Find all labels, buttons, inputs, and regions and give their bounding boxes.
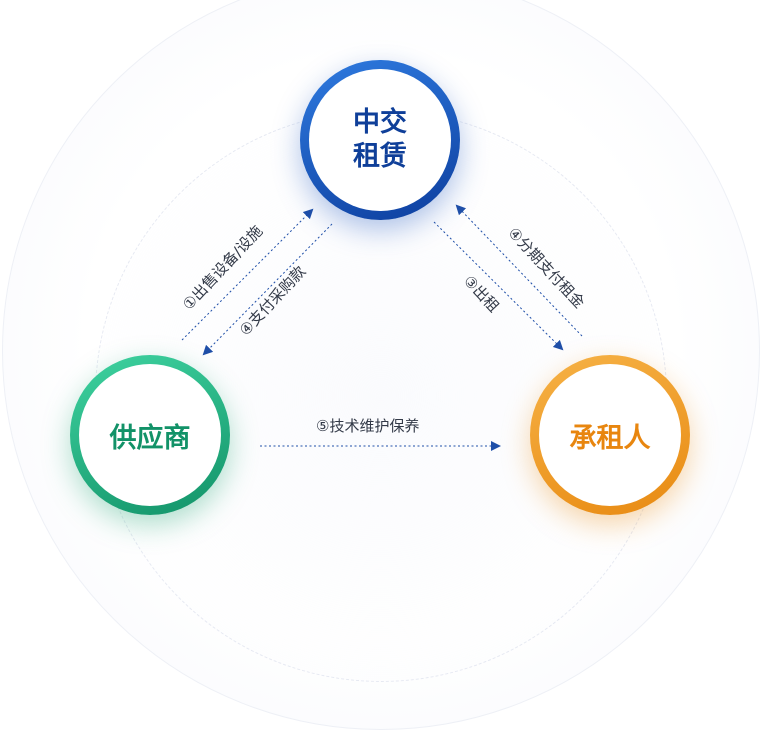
node-lessor-label-line2: 租赁: [353, 141, 407, 172]
arrow-lessee-to-lessor: [455, 204, 583, 337]
node-lessor-label-line1: 中交: [353, 107, 407, 138]
node-lessor-inner: 中交 租赁: [309, 69, 451, 211]
node-supplier: 供应商: [70, 355, 230, 515]
node-lessee-label: 承租人: [569, 422, 651, 454]
arrow-supplier-to-lessor: [181, 208, 314, 341]
arrow-lessor-to-supplier: [202, 223, 333, 356]
node-lessee-inner: 承租人: [539, 364, 681, 506]
node-lessee: 承租人: [530, 355, 690, 515]
arrow-lessor-to-lessee: [433, 221, 564, 351]
flow-label-maintenance: ⑤技术维护保养: [316, 417, 420, 435]
node-lessor: 中交 租赁: [300, 60, 460, 220]
node-supplier-label: 供应商: [109, 422, 191, 454]
flow-arrows: [181, 204, 583, 451]
node-supplier-inner: 供应商: [79, 364, 221, 506]
